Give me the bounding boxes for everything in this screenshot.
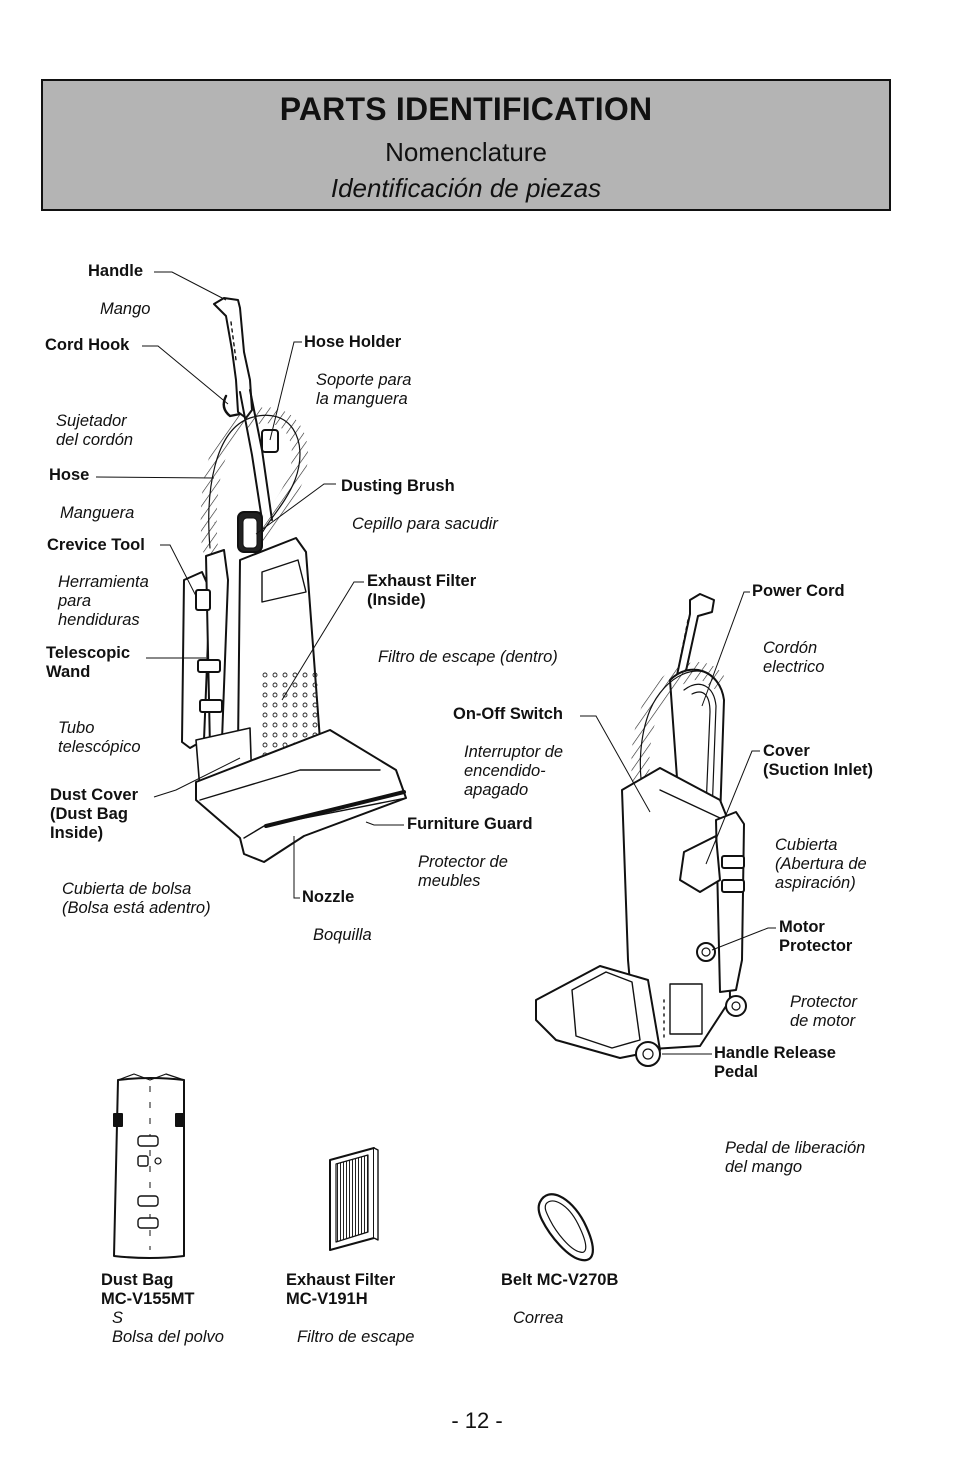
label-power-cord-es-2: electrico <box>763 658 825 676</box>
page-number: - 12 - <box>451 1408 503 1433</box>
label-dusting-brush-es: Cepillo para sacudir <box>352 515 498 533</box>
label-dust-bag-es: Bolsa del polvo <box>112 1328 224 1346</box>
label-on-off-switch: On-Off Switch <box>453 705 563 723</box>
title-box: PARTS IDENTIFICATION Nomenclature Identi… <box>41 79 891 211</box>
label-motor-protector-es-1: Protector <box>790 993 857 1011</box>
label-telescopic-wand-1: Telescopic <box>46 644 131 662</box>
vacuum-front-view <box>181 297 407 863</box>
label-exhaust-filter-inside-es: Filtro de escape (dentro) <box>378 648 558 666</box>
hose-holder-shape <box>261 429 279 453</box>
label-crevice-tool: Crevice Tool <box>47 536 145 554</box>
leader-lines <box>95 271 776 1055</box>
label-handle-release-pedal-2: Pedal <box>714 1063 759 1081</box>
label-on-off-switch-es-2: encendido- <box>464 762 546 780</box>
label-nozzle: Nozzle <box>302 888 355 906</box>
label-cover-suction-2: (Suction Inlet) <box>763 761 873 779</box>
handle-grip-shape <box>213 297 253 419</box>
label-hose-holder: Hose Holder <box>304 333 402 351</box>
label-motor-protector-1: Motor <box>779 918 825 936</box>
label-crevice-tool-es-1: Herramienta <box>58 573 149 591</box>
label-cover-suction-es-2: (Abertura de <box>775 855 867 873</box>
label-motor-protector-2: Protector <box>779 937 853 955</box>
label-on-off-switch-es-1: Interruptor de <box>464 743 564 761</box>
vacuum-back-view <box>535 593 747 1067</box>
label-motor-protector-es-2: de motor <box>790 1012 856 1030</box>
label-dusting-brush: Dusting Brush <box>341 477 455 495</box>
label-power-cord: Power Cord <box>752 582 845 600</box>
label-cover-suction-es-1: Cubierta <box>775 836 838 854</box>
label-handle-release-pedal-es-2: del mango <box>725 1158 803 1176</box>
dust-bag-illustration <box>113 1073 185 1259</box>
label-handle: Handle <box>88 262 144 280</box>
label-dust-cover-3: Inside) <box>50 824 104 842</box>
label-hose-es: Manguera <box>60 504 135 522</box>
label-furniture-guard-es-1: Protector de <box>418 853 508 871</box>
label-cover-suction-1: Cover <box>763 742 810 760</box>
label-exhaust-filter-2: MC-V191H <box>286 1290 368 1308</box>
label-exhaust-filter-inside-1: Exhaust Filter <box>367 572 477 590</box>
label-crevice-tool-es-3: hendiduras <box>58 611 140 629</box>
label-nozzle-es: Boquilla <box>313 926 372 944</box>
label-crevice-tool-es-2: para <box>58 592 92 610</box>
belt-illustration <box>537 1193 594 1262</box>
label-belt: Belt MC-V270B <box>501 1271 619 1289</box>
label-cord-hook-es-2: del cordón <box>56 431 134 449</box>
label-belt-es: Correa <box>513 1309 564 1327</box>
suction-inlet-cover-shape <box>679 835 721 893</box>
label-dust-cover-es-2: (Bolsa está adentro) <box>62 899 211 917</box>
label-handle-es: Mango <box>100 300 151 318</box>
page-title: PARTS IDENTIFICATION <box>279 91 653 127</box>
label-dust-bag-1: Dust Bag <box>101 1271 174 1289</box>
label-cover-suction-es-3: aspiración) <box>775 874 856 892</box>
page-subtitle-fr: Nomenclature <box>385 137 547 167</box>
telescopic-wand-shape <box>205 549 229 749</box>
label-handle-release-pedal-1: Handle Release <box>714 1044 836 1062</box>
label-exhaust-filter-es: Filtro de escape <box>297 1328 415 1346</box>
furniture-guard-shape <box>264 790 406 828</box>
label-furniture-guard: Furniture Guard <box>407 815 533 833</box>
nozzle-base-shape <box>195 729 407 863</box>
label-dust-cover-1: Dust Cover <box>50 786 139 804</box>
page-subtitle-es: Identificación de piezas <box>330 173 602 203</box>
label-power-cord-es-1: Cordón <box>763 639 818 657</box>
label-dust-bag-2: MC-V155MT <box>101 1290 195 1308</box>
label-hose-holder-es-2: la manguera <box>316 390 408 408</box>
label-on-off-switch-es-3: apagado <box>464 781 529 799</box>
label-exhaust-filter-1: Exhaust Filter <box>286 1271 396 1289</box>
label-telescopic-wand-es-2: telescópico <box>58 738 141 756</box>
label-dust-cover-es-1: Cubierta de bolsa <box>62 880 192 898</box>
label-furniture-guard-es-2: meubles <box>418 872 481 890</box>
label-dust-cover-2: (Dust Bag <box>50 805 128 823</box>
label-hose-holder-es-1: Soporte para <box>316 371 412 389</box>
exhaust-filter-illustration <box>329 1147 379 1251</box>
label-exhaust-filter-inside-2: (Inside) <box>367 591 426 609</box>
label-hose: Hose <box>49 466 90 484</box>
label-telescopic-wand-es-1: Tubo <box>58 719 95 737</box>
label-cord-hook: Cord Hook <box>45 336 130 354</box>
label-dust-bag-note: S <box>112 1309 124 1327</box>
label-handle-release-pedal-es-1: Pedal de liberación <box>725 1139 866 1157</box>
label-cord-hook-es-1: Sujetador <box>56 412 127 430</box>
label-telescopic-wand-2: Wand <box>46 663 91 681</box>
